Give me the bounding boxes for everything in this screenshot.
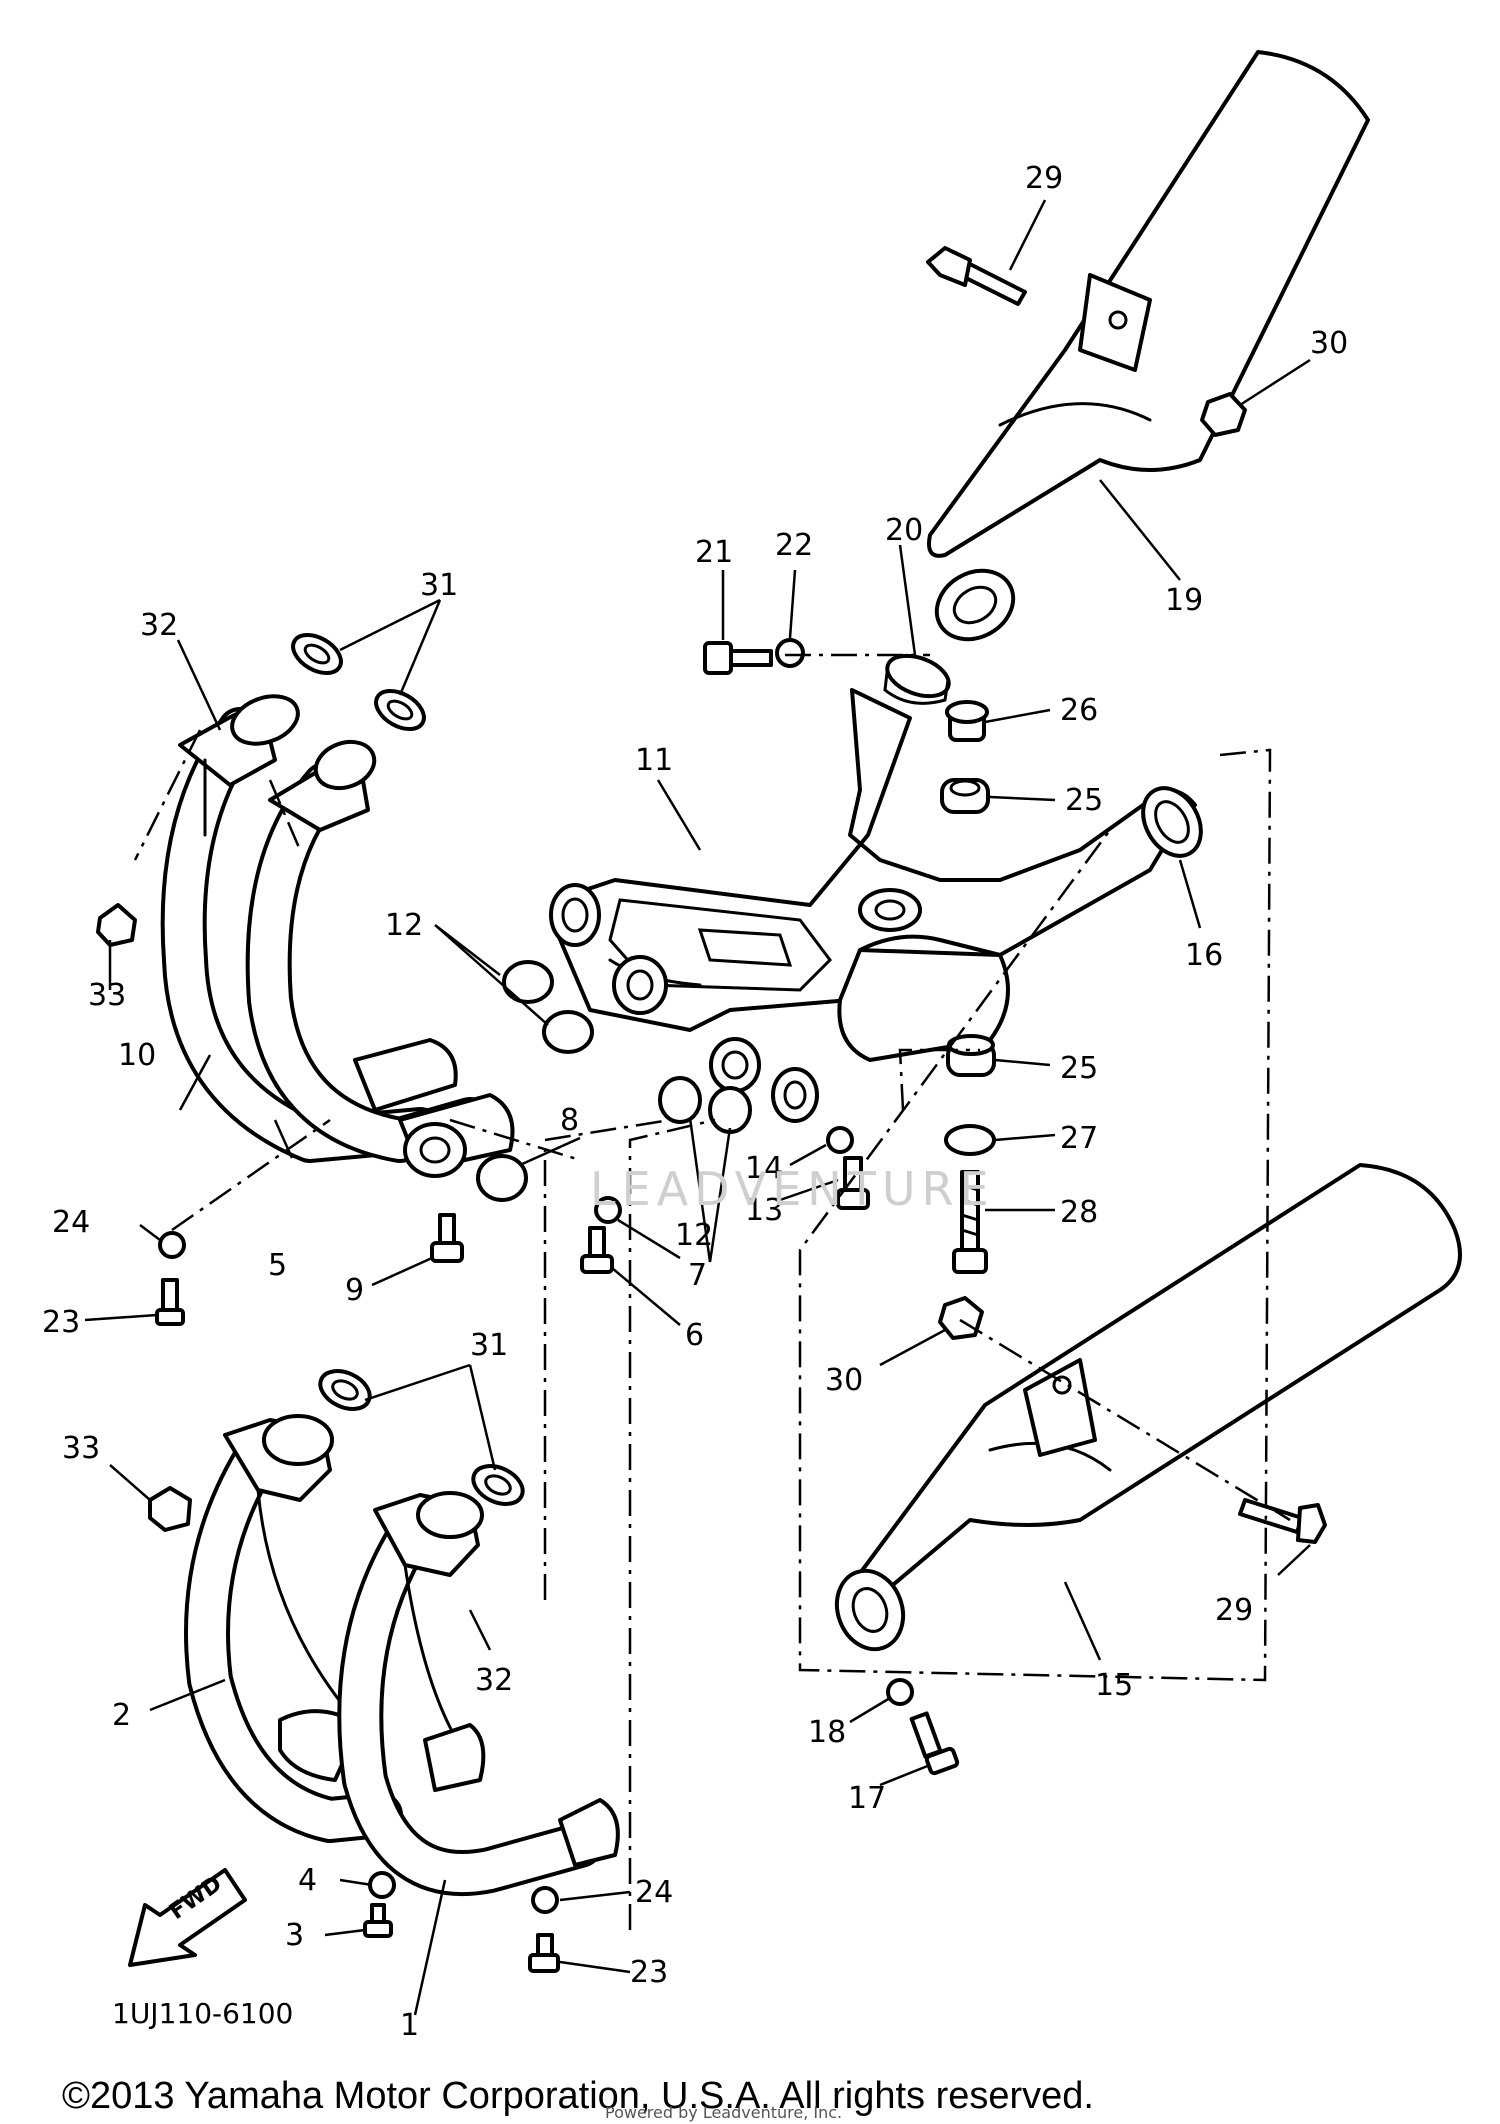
leader-lines [84,199,1311,2016]
copyright-notice: ©2013 Yamaha Motor Corporation, U.S.A. A… [62,2075,1094,2117]
bolt-9 [430,1213,464,1263]
gasket-31-b [374,689,426,731]
alignment-lines [133,653,1291,1930]
bolt-23-lower [528,1933,560,1973]
callout-21: 21 [695,535,733,570]
muffler-lower-right [834,1163,1462,1652]
nut-24-upper [158,1231,186,1259]
exhaust-pipe-5 [245,739,515,1178]
bolt-29-upper [926,246,1027,306]
bolt-6 [580,1226,614,1274]
callout-7: 7 [688,1258,707,1293]
collar-27 [944,1124,996,1156]
callout-24-lower: 24 [635,1875,673,1910]
callout-10: 10 [118,1038,156,1073]
nut-30-upper [1200,392,1247,437]
callout-29-lower: 29 [1215,1593,1253,1628]
callout-13: 13 [745,1193,783,1228]
nut-33-upper [96,903,137,947]
callout-25-lower: 25 [1060,1051,1098,1086]
gasket-12-left [502,960,594,1054]
callout-33-lower: 33 [62,1431,100,1466]
callout-20: 20 [885,513,923,548]
callout-25-upper: 25 [1065,783,1103,818]
gasket-16 [1141,786,1203,858]
collar-26 [945,700,989,742]
bolt-17 [909,1711,960,1776]
callout-22: 22 [775,528,813,563]
callout-1: 1 [400,2008,419,2043]
grommet-25-upper [940,778,990,814]
callout-31-lower: 31 [470,1328,508,1363]
callout-6: 6 [685,1318,704,1353]
callout-2: 2 [112,1698,131,1733]
callout-26: 26 [1060,693,1098,728]
fwd-arrow-icon: FWD [128,1868,247,1967]
gasket-8 [476,1154,528,1202]
callout-labels: 29 30 21 22 20 19 31 32 26 11 25 33 16 1… [42,161,1348,2043]
gasket-31-c [318,1369,372,1411]
bolt-28 [952,1170,988,1274]
callout-27: 27 [1060,1121,1098,1156]
watermark: LEADVENTURE [590,1162,995,1216]
callout-29-upper: 29 [1025,161,1063,196]
grommet-25-lower [946,1034,996,1077]
exhaust-pipe-10 [160,694,443,1163]
callout-30-upper: 30 [1310,326,1348,361]
nut-24-lower [531,1886,559,1914]
nut-30-lower [938,1296,984,1340]
washer-22 [775,638,805,668]
exhaust-pipe-1 [337,1491,620,1897]
callout-23-lower: 23 [630,1955,668,1990]
gasket-12-right [658,1076,752,1134]
callout-16: 16 [1185,938,1223,973]
callout-19: 19 [1165,583,1203,618]
callout-24-upper: 24 [52,1205,90,1240]
nut-7 [594,1196,622,1224]
callout-18: 18 [808,1715,846,1750]
drawing-code: 1UJ110-6100 [112,1997,293,2030]
callout-9: 9 [345,1273,364,1308]
watermark-small: Powered by Leadventure, Inc. [605,2103,842,2122]
muffler-upper-right [927,50,1370,642]
bolt-29-lower [1238,1498,1327,1544]
callout-12-right: 12 [675,1218,713,1253]
gasket-31-d [471,1464,525,1506]
callout-30-lower: 30 [825,1363,863,1398]
gasket-31-a [291,633,343,675]
nut-18 [886,1678,914,1706]
nut-33-lower [148,1486,192,1532]
callout-3: 3 [285,1918,304,1953]
callout-11: 11 [635,743,673,778]
callout-28: 28 [1060,1195,1098,1230]
callout-8: 8 [560,1103,579,1138]
bolt-23-upper [155,1278,185,1326]
callout-33-upper: 33 [88,978,126,1013]
callout-14: 14 [745,1151,783,1186]
callout-31-upper: 31 [420,568,458,603]
callout-17: 17 [848,1781,886,1816]
bolt-21 [703,641,773,675]
washer-4 [368,1871,396,1899]
bolt-3 [363,1903,393,1938]
callout-32-upper: 32 [140,608,178,643]
callout-23-upper: 23 [42,1305,80,1340]
callout-5: 5 [268,1248,287,1283]
callout-4: 4 [298,1863,317,1898]
gasket-20 [883,653,951,705]
callout-12-left: 12 [385,908,423,943]
callout-15: 15 [1095,1668,1133,1703]
nut-14 [826,1126,854,1154]
callout-32-lower: 32 [475,1663,513,1698]
